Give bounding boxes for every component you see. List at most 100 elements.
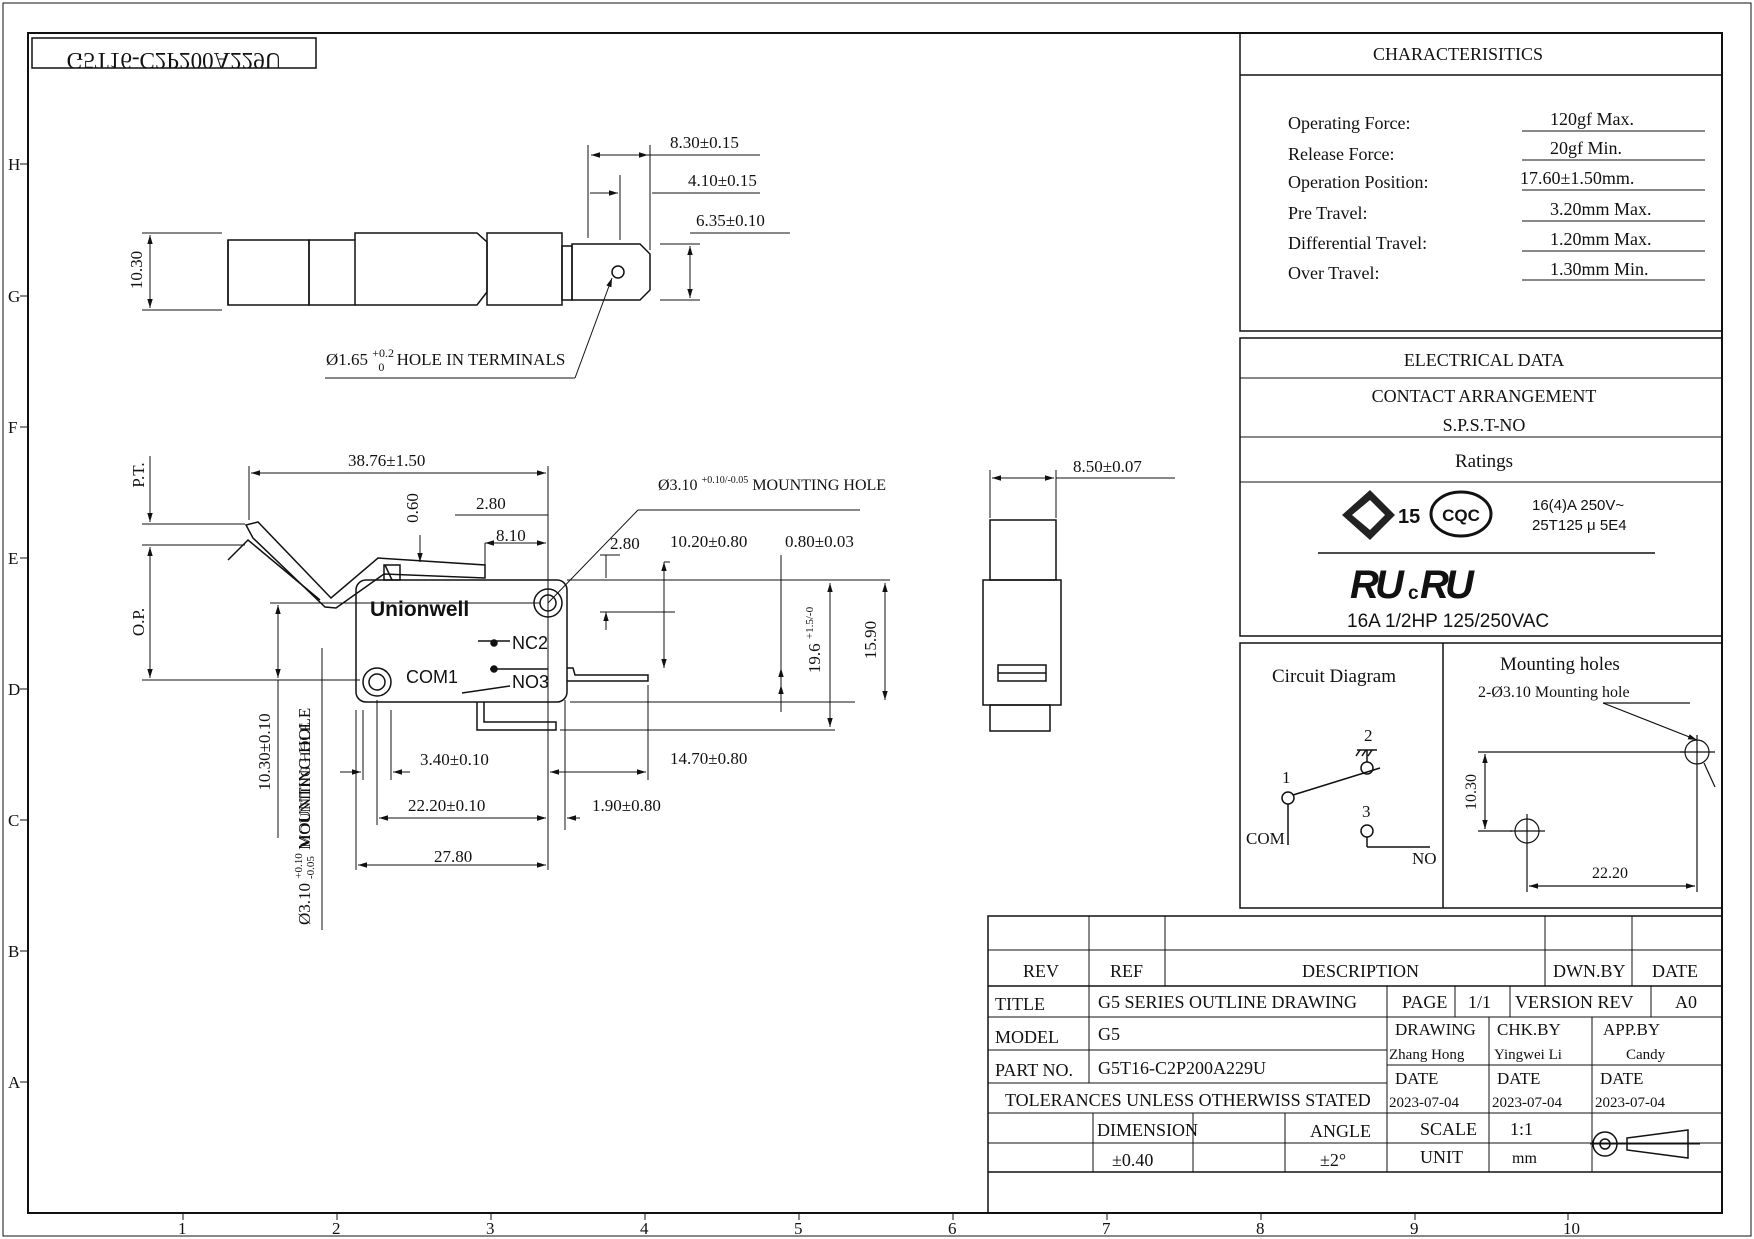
drawing-value: Zhang Hong [1389,1047,1465,1063]
top-view [227,232,651,306]
no-label: NO3 [512,672,549,692]
hdr-dwn-by: DWN.BY [1553,961,1626,981]
side-mount-main: Ø3.10 [658,477,698,494]
date-app: 2023-07-04 [1595,1095,1665,1111]
drawing-label: DRAWING [1395,1020,1476,1039]
version-value: A0 [1675,992,1697,1012]
page-value: 1/1 [1468,992,1491,1012]
model-value: G5 [1098,1024,1120,1044]
col-number: 9 [1410,1219,1419,1238]
mount-hole-note: Ø3.10 +0.10 -0.05 MOUNTING HOLE [287,708,318,925]
row-letters: H G F E D C B A [8,155,21,1092]
date-label-chk: DATE [1497,1069,1540,1088]
title-block-text: REV REF DESCRIPTION DWN.BY DATE TITLE G5… [995,961,1698,1170]
contact-title: CONTACT ARRANGEMENT [1372,386,1597,406]
char-label: Pre Travel: [1288,203,1368,223]
col-number: 2 [332,1219,341,1238]
char-value: 20gf Min. [1550,138,1622,158]
unit-value: mm [1512,1150,1537,1167]
front-view-dims [142,456,890,930]
projection-symbol-icon [1590,1129,1700,1159]
ul-rating: 16A 1/2HP 125/250VAC [1347,611,1549,632]
mount-hole-main: Ø3.10 [295,883,314,925]
angle-value: ±2° [1320,1150,1346,1170]
dim-810: 8.10 [496,526,526,545]
tolerances-note: TOLERANCES UNLESS OTHERWISS STATED [1005,1090,1371,1110]
char-value: 120gf Max. [1550,109,1634,129]
drawing-id-text: G5T16-C2P200A229U [67,48,282,73]
part-value: G5T16-C2P200A229U [1098,1058,1266,1078]
hdr-description: DESCRIPTION [1302,961,1419,981]
mount-dim-v: 10.30 [1463,774,1480,810]
mount-hole-tol-top: +0.10 [293,853,305,879]
contact-value: S.P.S.T-NO [1443,415,1526,435]
mount-hole-tail: MOUNTING HOLE [295,708,314,850]
front-view [227,521,649,731]
mirrored-drawing-id: G5T16-C2P200A229U [31,37,317,73]
svg-text:U: U [1375,563,1405,607]
side-view-dims [989,470,1175,518]
pin2-label: 2 [1364,726,1373,745]
row-letter: D [8,680,20,699]
title-value: G5 SERIES OUTLINE DRAWING [1098,992,1357,1012]
circuit-title: Circuit Diagram [1272,666,1396,687]
side-mount-tol: +0.10/-0.05 [702,475,749,486]
angle-label: ANGLE [1310,1121,1371,1141]
col-number: 8 [1256,1219,1265,1238]
mounting-hole-label: MOUNTING HOLE [298,722,314,847]
col-number: 10 [1563,1219,1580,1238]
dim-080: 0.80±0.03 [785,532,854,551]
op-label: O.P. [129,608,148,636]
no-pin-label: NO [1412,849,1437,868]
page-label: PAGE [1402,992,1447,1012]
char-value: 1.30mm Min. [1550,259,1649,279]
col-number: 7 [1102,1219,1111,1238]
circuit-panel: Circuit Diagram 1 2 3 COM NO Mounting ho… [1239,642,1723,909]
char-label: Operating Force: [1288,113,1410,133]
hole-note-tail: HOLE IN TERMINALS [397,350,566,369]
mounting-holes-note: 2-Ø3.10 Mounting hole [1478,684,1630,701]
title-label: TITLE [995,994,1045,1014]
characteristics-title: CHARACTERISITICS [1373,44,1543,64]
hole-note: Ø1.65 +0.2 0 HOLE IN TERMINALS [326,342,565,375]
hole-note-main: Ø1.65 [326,350,368,369]
dim-190: 1.90±0.80 [592,796,661,815]
cqc-text: CQC [1442,506,1480,525]
hole-note-sub: 0 [378,360,384,374]
row-letter: B [8,942,19,961]
col-number: 6 [948,1219,957,1238]
dim-1470: 14.70±0.80 [670,749,747,768]
scale-label: SCALE [1420,1119,1477,1139]
row-letter: E [8,549,18,568]
column-numbers: 1 2 3 4 5 6 7 8 9 10 [178,1219,1580,1238]
dim-top-a: 8.30±0.15 [670,133,739,152]
electrical-panel: ELECTRICAL DATA CONTACT ARRANGEMENT S.P.… [1239,337,1723,637]
rating-line1: 16(4)A 250V~ [1532,497,1624,514]
brand-label: Unionwell [370,598,469,621]
hole-note-sup: +0.2 [372,346,394,360]
dim-2220: 22.20±0.10 [408,796,485,815]
dim-060: 0.60 [403,493,422,523]
date-drawing: 2023-07-04 [1389,1095,1459,1111]
app-value: Candy [1626,1047,1666,1063]
column-ticks [182,1213,1569,1220]
row-letter: A [8,1073,21,1092]
top-view-labels: 10.30 8.30±0.15 4.10±0.15 6.35±0.10 Ø1.6… [127,133,765,375]
dim-top-c: 6.35±0.10 [696,211,765,230]
chk-value: Yingwei Li [1494,1047,1562,1063]
row-letter: H [8,155,20,174]
hdr-ref: REF [1110,961,1143,981]
row-ticks [20,163,28,1083]
enec-number: 15 [1398,506,1420,528]
unit-label: UNIT [1420,1147,1463,1167]
hdr-rev: REV [1023,961,1059,981]
dim-196-main: 19.6 [805,643,824,673]
char-value: 1.20mm Max. [1550,229,1652,249]
side-view [982,519,1062,732]
row-letter: C [8,811,19,830]
char-label: Release Force: [1288,144,1394,164]
dim-280b: 2.80 [610,534,640,553]
title-block [987,915,1723,1214]
